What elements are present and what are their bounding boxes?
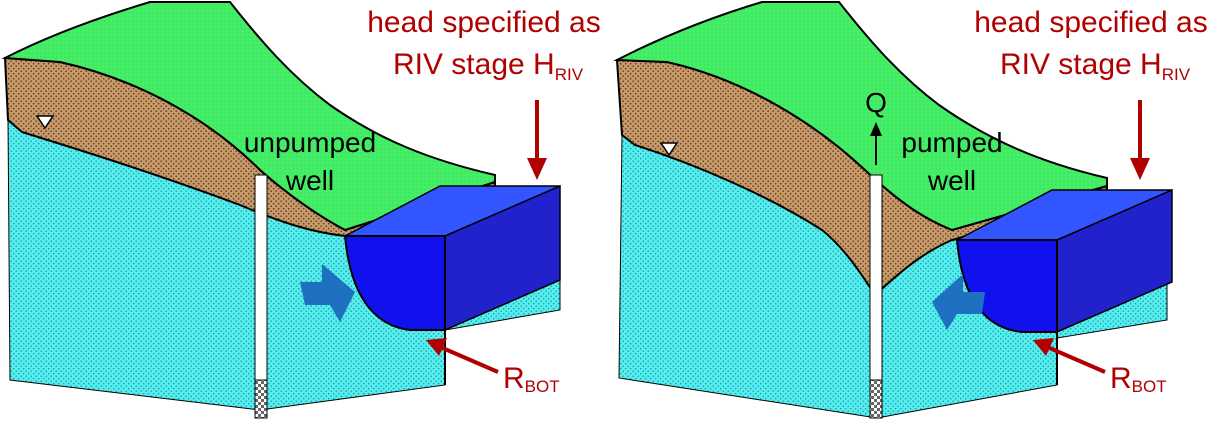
land-surface [1,0,496,232]
diagram-pumped: Q pumped well head specified as RIV stag… [613,0,1208,419]
land-surface [613,0,1108,232]
rbot-prefix: R [503,362,525,395]
well-screen [254,379,268,419]
head-label-prefix: RIV stage H [1000,48,1162,81]
flow-arrow-icon [300,264,355,322]
well-label-line2: well [285,165,334,196]
rbot-label: RBOT [1110,362,1167,396]
panel-unpumped: unpumped well head specified as RIV stag… [0,0,607,433]
water-table-triangle-icon [659,142,679,157]
rbot-arrow-head [426,338,447,356]
up-arrow-head [870,122,882,136]
head-label-sub: RIV [555,65,584,84]
q-label: Q [865,87,887,118]
head-label-line2: RIV stage HRIV [393,48,584,84]
down-arrow-head [527,158,547,180]
rbot-sub: BOT [525,377,560,396]
rbot-arrow-head [1033,338,1054,356]
down-arrow-head [1130,158,1150,180]
diagram-unpumped: unpumped well head specified as RIV stag… [1,0,601,419]
rbot-arrow [437,344,499,374]
head-label-line1: head specified as [974,6,1208,39]
head-label-sub: RIV [1162,65,1191,84]
head-label-prefix: RIV stage H [393,48,555,81]
water-table-triangle-icon [35,115,55,130]
well-casing [254,174,268,381]
flow-arrow-icon [932,274,985,330]
well-label-line1: unpumped [244,127,376,158]
well-casing [869,174,883,381]
panel-pumped: Q pumped well head specified as RIV stag… [607,0,1214,433]
well-label-line2: well [927,165,976,196]
rbot-prefix: R [1110,362,1132,395]
head-label-line1: head specified as [367,6,601,39]
river-front [343,235,446,331]
head-label-line2: RIV stage HRIV [1000,48,1191,84]
rbot-arrow [1044,344,1106,374]
rbot-sub: BOT [1132,377,1167,396]
rbot-label: RBOT [503,362,560,396]
well-label-line1: pumped [901,127,1002,158]
well-screen [869,379,883,419]
